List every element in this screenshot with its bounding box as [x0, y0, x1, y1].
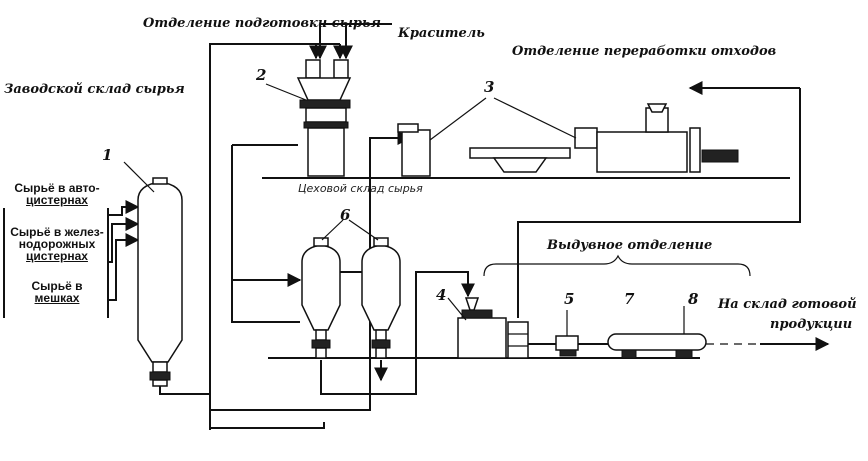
num-4: 4 [436, 286, 447, 304]
unit-5 [555, 310, 579, 357]
waste-dept-label: Отделение переработки отходов [512, 44, 777, 59]
source-tanker-line-1: Сырьё в авто- [14, 181, 100, 195]
pointer-lines [123, 83, 577, 321]
source-tanker: Сырьё в авто- цистернах [6, 182, 108, 206]
unit-8 [675, 306, 693, 359]
num-3: 3 [484, 78, 495, 96]
num-1: 1 [102, 146, 113, 164]
finished-label-1: На склад готовой [718, 297, 857, 312]
source-bags: Сырьё в мешках [6, 280, 108, 304]
source-rail-line-1: Сырьё в желез- [10, 225, 104, 239]
num-6: 6 [340, 206, 351, 224]
num-5: 5 [564, 290, 575, 308]
source-bags-line-1: Сырьё в [31, 279, 83, 293]
silos-6 [301, 237, 475, 395]
source-rail-line-3: цистернах [26, 249, 88, 263]
main-transport-line [159, 23, 412, 430]
finished-label-2: продукции [770, 317, 853, 332]
raw-warehouse-label: Заводской склад сырья [4, 82, 185, 97]
source-bags-line-2: мешках [34, 291, 80, 305]
source-tanker-line-2: цистернах [26, 193, 88, 207]
source-rail: Сырьё в желез- нодорожных цистернах [6, 226, 108, 262]
blow-dept-brace [483, 254, 751, 277]
dye-label: Краситель [398, 26, 485, 41]
source-rail-line-2: нодорожных [18, 237, 96, 251]
source-feed-lines [3, 200, 140, 318]
num-7: 7 [624, 290, 635, 308]
silo-1 [137, 177, 183, 387]
num-8: 8 [688, 290, 699, 308]
unit-7 [607, 333, 707, 359]
num-2: 2 [256, 66, 267, 84]
prep-dept-label: Отделение подготовки сырья [143, 16, 381, 31]
waste-line-3 [469, 81, 801, 318]
shop-warehouse-label: Цеховой склад сырья [298, 182, 423, 195]
blow-dept-label: Выдувное отделение [547, 238, 713, 253]
blow-machine-4 [457, 297, 529, 359]
dosing-unit-2 [296, 59, 431, 177]
